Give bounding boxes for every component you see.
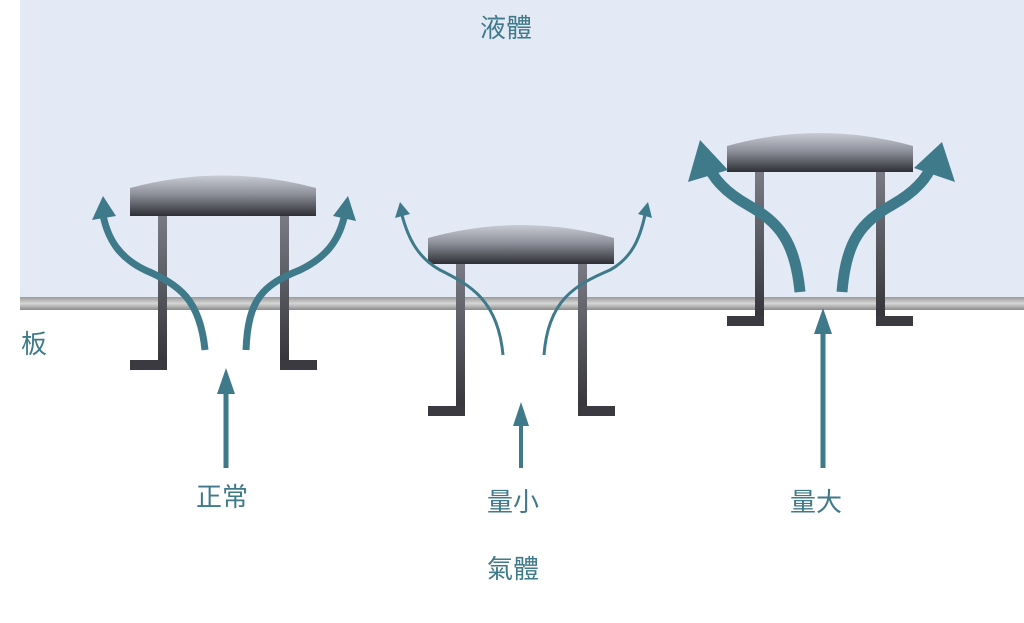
label-liquid: 液體 (479, 14, 533, 44)
cap-leg-right (578, 264, 587, 414)
cap-foot-left (727, 316, 764, 326)
cap-foot-right (578, 406, 615, 416)
cap-leg-left (158, 216, 167, 366)
flow-arrow-right (242, 217, 348, 351)
flow-arrowhead-right (333, 196, 356, 221)
flow-arrow-left (400, 214, 505, 356)
bubble-cap-small (395, 202, 652, 468)
inlet-arrowhead (513, 402, 529, 426)
cap-leg-right (280, 216, 289, 366)
bubble-cap-normal (92, 175, 356, 468)
inlet-arrowhead (814, 308, 832, 334)
flow-arrowhead-right (638, 202, 652, 218)
cap-leg-left (755, 172, 764, 322)
label-normal: 正常 (195, 483, 249, 513)
label-gas: 氣體 (486, 555, 540, 585)
label-plate: 板 (20, 330, 48, 360)
flow-arrow-right (542, 214, 647, 356)
flow-arrowhead-left (92, 196, 116, 220)
inlet-arrowhead (217, 368, 235, 394)
cap-foot-left (428, 406, 465, 416)
flow-arrow-left (99, 214, 209, 351)
label-large: 量大 (789, 488, 843, 518)
cap-leg-left (456, 264, 465, 414)
tray-plate (20, 297, 1024, 310)
flow-arrow-right (836, 160, 939, 293)
flow-arrow-left (701, 160, 806, 293)
bubble-cap-large (688, 133, 955, 468)
flow-arrowhead-left (395, 202, 410, 218)
label-small: 量小 (486, 488, 540, 518)
cap-leg-right (876, 172, 885, 322)
flow-arrowhead-right (914, 142, 955, 182)
cap-foot-left (130, 360, 167, 370)
cap-top (130, 175, 316, 216)
cap-foot-right (876, 316, 913, 326)
cap-foot-right (280, 360, 317, 370)
flow-arrowhead-left (688, 140, 728, 182)
cap-top (727, 133, 913, 172)
cap-top (428, 225, 614, 264)
